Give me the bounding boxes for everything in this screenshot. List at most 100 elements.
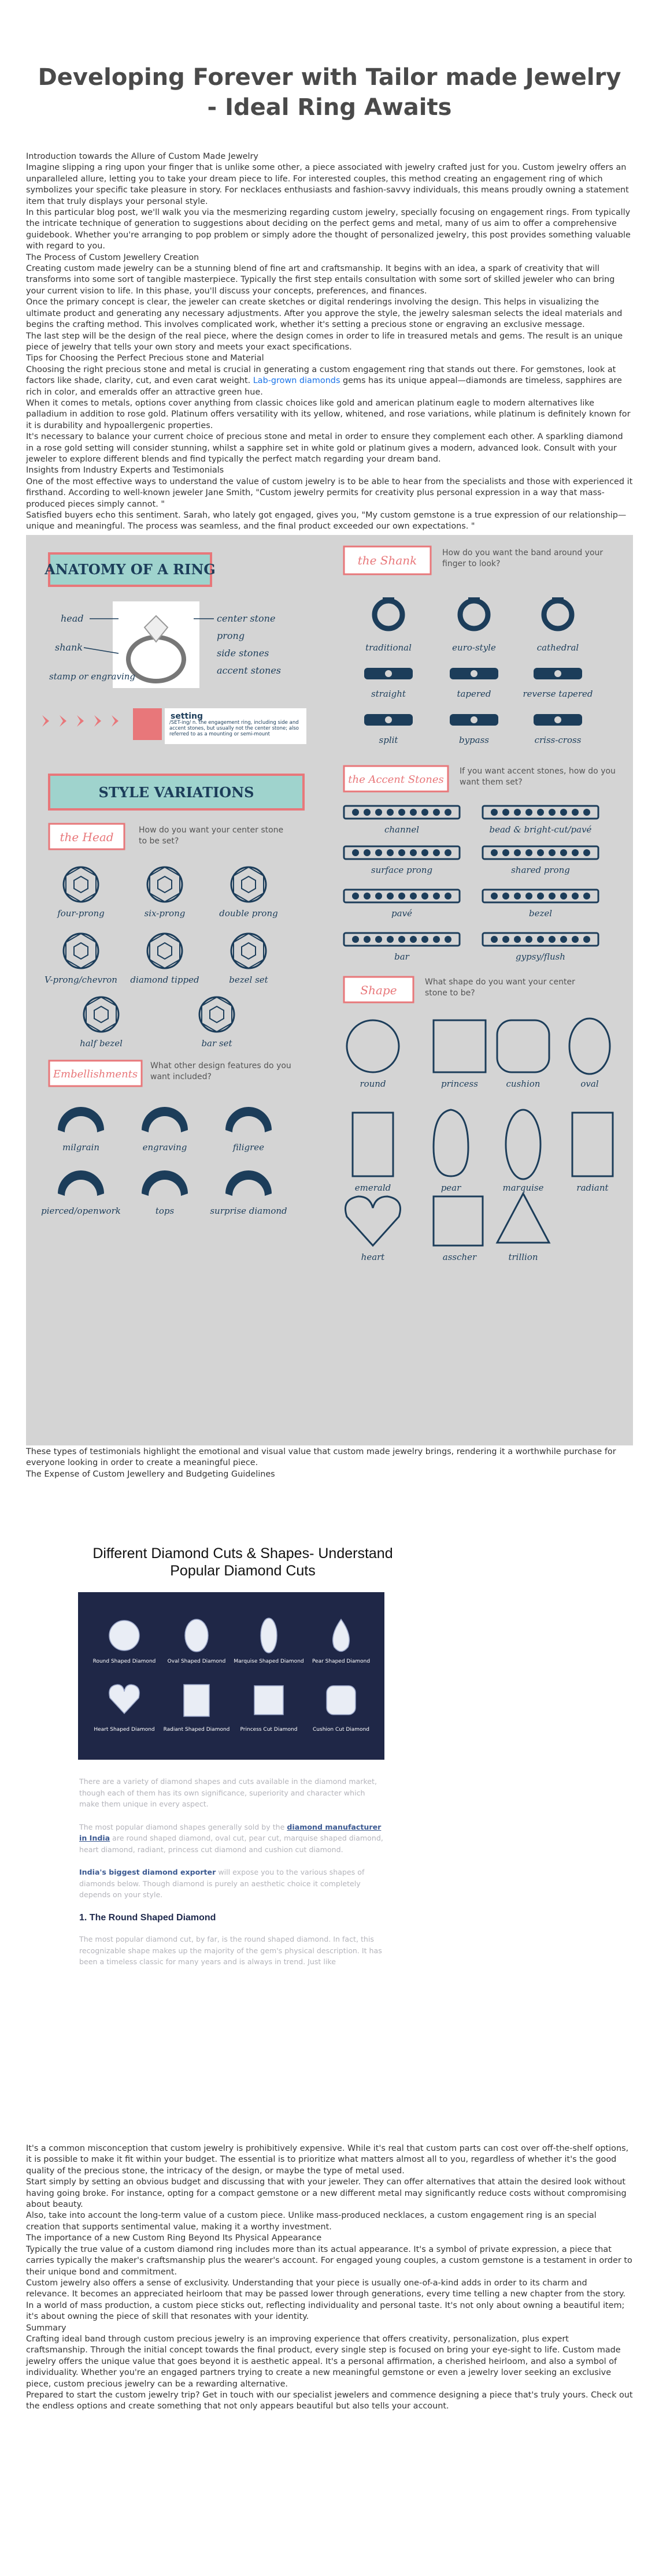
card-paragraph: The most popular diamond cut, by far, is… — [79, 1935, 382, 1967]
shape-label: princess — [441, 1079, 478, 1089]
shank-label: bypass — [459, 735, 489, 745]
shape-label: cushion — [506, 1079, 540, 1089]
accent-tag-box — [343, 765, 449, 793]
paragraph: When it comes to metals, options cover a… — [26, 398, 631, 430]
article-body-final: It's a common misconception that custom … — [26, 2143, 633, 2413]
accent-label: bar — [394, 951, 410, 962]
paragraph: Also, take into account the long-term va… — [26, 2211, 597, 2232]
paragraph: Once the primary concept is clear, the j… — [26, 298, 623, 330]
accent-styles: channel bead & bright-cut/pavé surface p… — [343, 805, 599, 962]
section-heading: Summary — [26, 2323, 66, 2333]
diamond-label: Round Shaped Diamond — [93, 1659, 156, 1664]
diamond-label: Cushion Cut Diamond — [313, 1727, 369, 1733]
head-question: How do you want your center stone to be … — [139, 825, 284, 846]
embellish-tag-box — [48, 1060, 143, 1087]
ring-illustration — [113, 601, 199, 688]
card-paragraph: The most popular diamond shapes generall… — [79, 1822, 383, 1856]
anatomy-label-prong: prong — [217, 630, 245, 641]
paragraph: Crafting ideal band through custom preci… — [26, 2334, 621, 2389]
text-span: gems has its unique appeal—diamonds are … — [26, 376, 622, 397]
shank-label: reverse tapered — [523, 689, 593, 699]
anatomy-label-shank: shank — [55, 642, 83, 653]
paragraph: It's necessary to balance your current c… — [26, 432, 623, 464]
paragraph: Typically the true value of a custom dia… — [26, 2244, 632, 2277]
anatomy-label-side-stones: side stones — [217, 648, 269, 659]
shank-label: split — [379, 735, 399, 745]
diamond-cuts-card: Different Diamond Cuts & Shapes- Underst… — [78, 1532, 408, 2081]
paragraph: The last step will be the design of the … — [26, 331, 623, 352]
diamond-manufacturer-link[interactable]: diamond manufacturer in India — [79, 1822, 382, 1843]
setting-word: setting — [171, 712, 203, 721]
shape-label: trillion — [508, 1252, 538, 1262]
embellish-tag: Embellishments — [53, 1068, 138, 1080]
shank-tag: the Shank — [358, 553, 417, 567]
paragraph: In this particular blog post, we'll walk… — [26, 208, 631, 251]
diamond-shapes-graphic: Round Shaped Diamond Oval Shaped Diamond… — [93, 1618, 370, 1733]
bottom-spacer — [26, 2413, 633, 2424]
paragraph: These types of testimonials highlight th… — [26, 1447, 616, 1468]
shape-label: oval — [580, 1079, 598, 1089]
section-heading: Tips for Choosing the Perfect Precious s… — [26, 354, 264, 363]
diamond-label: Radiant Shaped Diamond — [164, 1727, 230, 1733]
shape-label: emerald — [355, 1183, 391, 1193]
paragraph: Custom jewelry also offers a sense of ex… — [26, 2278, 626, 2299]
embellish-label: milgrain — [62, 1142, 99, 1153]
embellish-label: pierced/openwork — [41, 1206, 121, 1216]
paragraph: Introduction towards the Allure of Custo… — [26, 152, 258, 161]
lab-grown-diamonds-link[interactable]: Lab-grown diamonds — [253, 376, 340, 386]
accent-question: If you want accent stones, how do you wa… — [460, 766, 616, 787]
paragraph: Prepared to start the custom jewelry tri… — [26, 2390, 633, 2411]
diamond-label: Heart Shaped Diamond — [94, 1727, 154, 1733]
paragraph: Imagine slipping a ring upon your finger… — [26, 163, 629, 206]
accent-label: surface prong — [371, 865, 432, 875]
article: Developing Forever with Tailor made Jewe… — [26, 64, 633, 2424]
shape-tag: Shape — [360, 983, 397, 997]
card-fade-overlay — [78, 2012, 408, 2081]
head-label: half bezel — [80, 1038, 123, 1049]
shape-label: radiant — [576, 1183, 609, 1193]
card-subheading: 1. The Round Shaped Diamond — [79, 1912, 216, 1923]
paragraph: Start simply by setting an obvious budge… — [26, 2177, 627, 2210]
accent-label: bead & bright-cut/pavé — [490, 824, 592, 835]
article-body-after-infographic: These types of testimonials highlight th… — [26, 1447, 633, 1480]
infographic-canvas: ANATOMY OF A RING head shank stamp or en… — [40, 545, 616, 1262]
anatomy-label-accent-stones: accent stones — [217, 665, 281, 676]
shape-tag-box — [343, 976, 414, 1003]
card-paragraph: India's biggest diamond exporter will ex… — [79, 1867, 383, 1901]
paragraph: Choosing the right precious stone and me… — [26, 365, 633, 398]
embellish-label: surprise diamond — [210, 1206, 287, 1216]
card-title: Different Diamond Cuts & Shapes- Underst… — [92, 1545, 393, 1579]
shape-label: round — [360, 1079, 386, 1089]
accent-label: channel — [384, 824, 419, 835]
shank-label: euro-style — [452, 642, 496, 653]
shank-styles: traditional euro-style cathedral straigh… — [364, 597, 593, 745]
head-tag: the Head — [60, 830, 113, 844]
head-label: diamond tipped — [130, 975, 199, 985]
shape-label: heart — [361, 1252, 386, 1262]
paragraph: In a world of mass production, a custom … — [26, 2300, 625, 2322]
head-label: double prong — [219, 908, 277, 919]
shank-label: cathedral — [537, 642, 579, 653]
section-heading: The Process of Custom Jewellery Creation — [26, 252, 199, 262]
card-paragraph: There are a variety of diamond shapes an… — [79, 1777, 377, 1809]
shape-icons — [345, 1017, 614, 1247]
shank-label: tapered — [457, 689, 491, 699]
article-body-intro: Introduction towards the Allure of Custo… — [26, 151, 633, 533]
shank-label: traditional — [365, 642, 412, 653]
head-label: V-prong/chevron — [45, 975, 117, 985]
shape-question: What shape do you want your center stone… — [425, 977, 575, 998]
diamond-labels: Round Shaped Diamond Oval Shaped Diamond… — [93, 1659, 370, 1733]
embellish-styles: milgrain engraving filigree pierced/open… — [41, 1106, 287, 1216]
text-span: Choosing the right precious stone and me… — [26, 365, 616, 386]
embellish-label: tops — [156, 1206, 175, 1216]
shank-label: straight — [371, 689, 406, 699]
section-heading: Insights from Industry Experts and Testi… — [26, 466, 224, 475]
anatomy-label-head: head — [61, 613, 84, 624]
head-label: bar set — [201, 1038, 232, 1049]
card-text: There are a variety of diamond shapes an… — [78, 1760, 383, 1968]
diamond-label: Marquise Shaped Diamond — [234, 1659, 303, 1664]
diamond-exporter-strong: India's biggest diamond exporter — [79, 1868, 216, 1877]
diamond-shapes-banner: Round Shaped Diamond Oval Shaped Diamond… — [78, 1592, 384, 1760]
shape-label: asscher — [443, 1252, 477, 1262]
diamond-label: Pear Shaped Diamond — [312, 1659, 370, 1664]
